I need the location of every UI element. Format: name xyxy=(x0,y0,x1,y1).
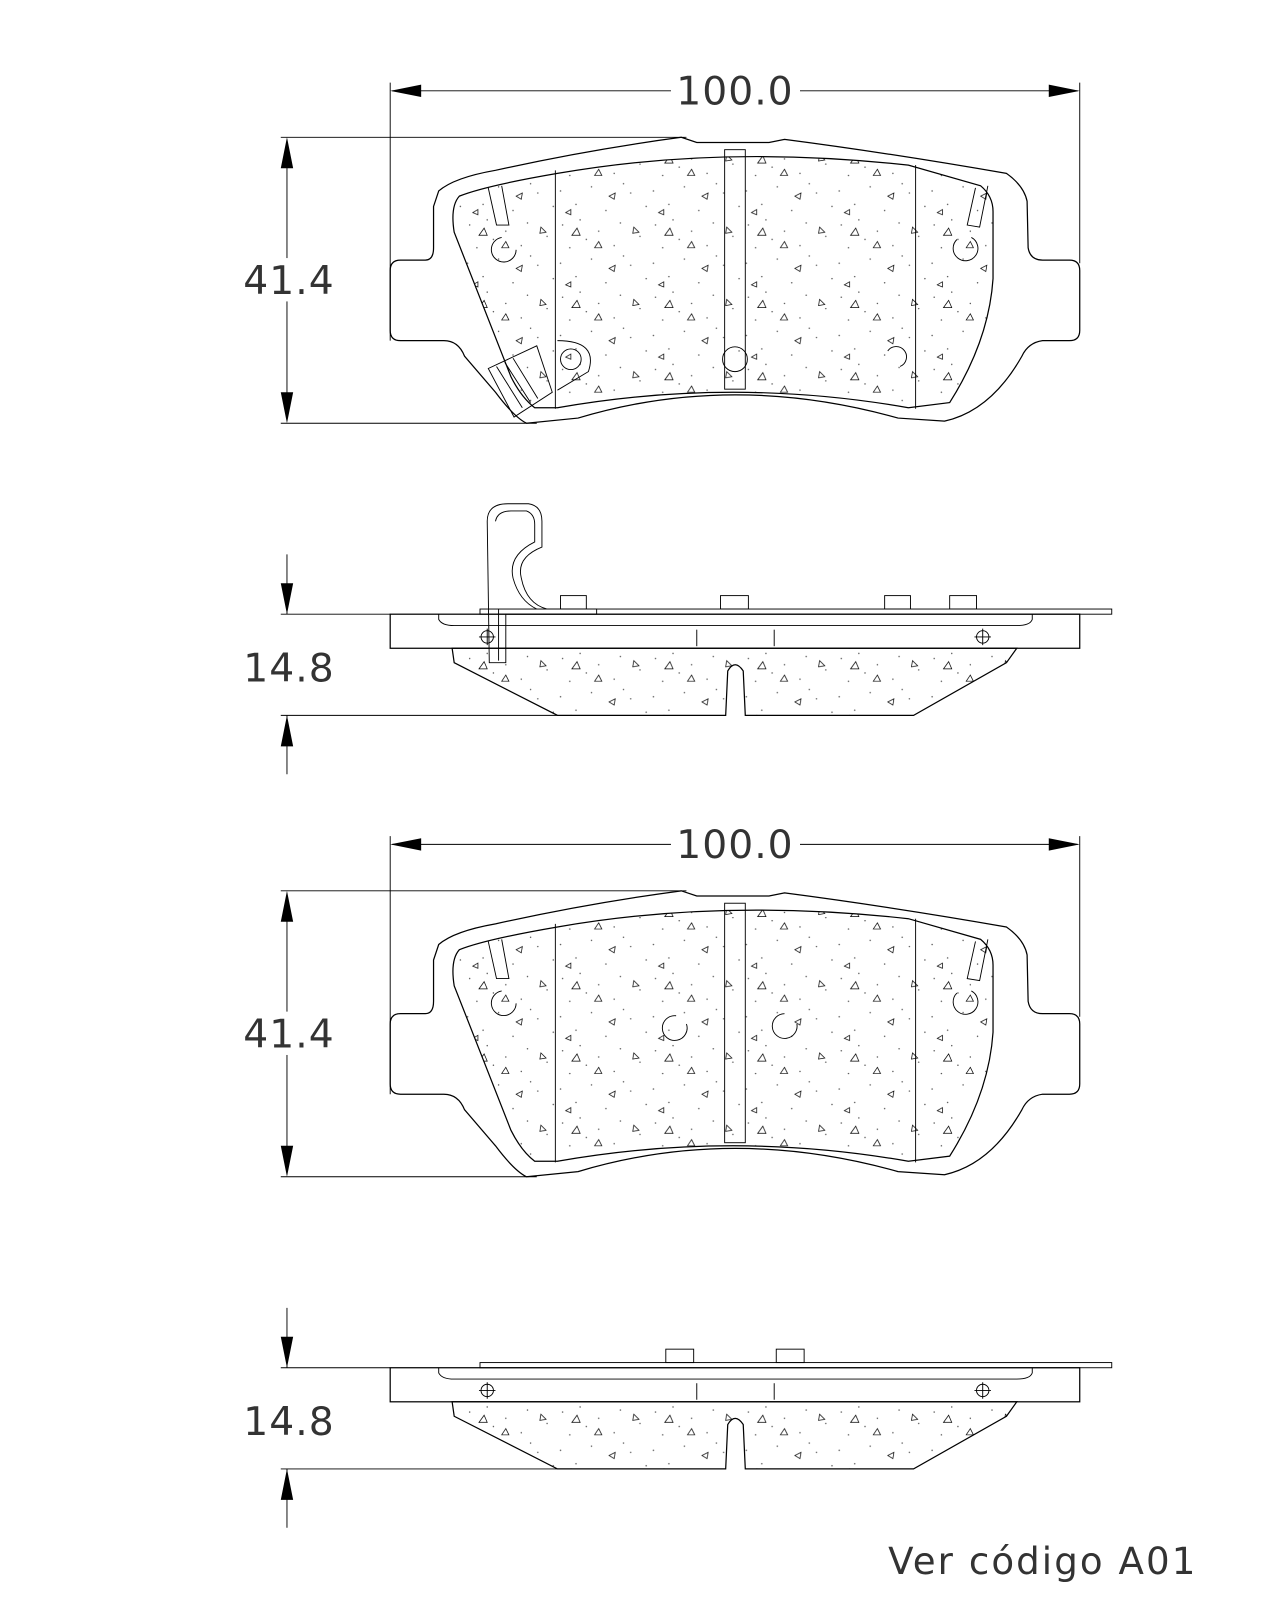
pad-side-outline xyxy=(389,608,1113,716)
rivet xyxy=(974,628,991,646)
thickness-dimension: 14.8 xyxy=(243,1307,558,1528)
width-dimension: 100.0 xyxy=(389,69,1081,341)
height-dimension: 41.4 xyxy=(237,890,687,1178)
rivet xyxy=(478,628,496,646)
right-pin xyxy=(966,185,989,228)
side-view-1: 14.8 xyxy=(243,503,1113,775)
height-label: 41.4 xyxy=(243,1013,334,1058)
width-dimension: 100.0 xyxy=(389,823,1081,1095)
thickness-dimension: 14.8 xyxy=(243,554,558,775)
side-view-2: 14.8 xyxy=(243,1307,1113,1528)
right-hole xyxy=(952,237,979,262)
backing-plate xyxy=(389,136,1081,424)
height-label: 41.4 xyxy=(243,259,334,304)
thickness-label: 14.8 xyxy=(243,1400,334,1445)
thickness-label: 14.8 xyxy=(243,646,334,691)
side-friction-material xyxy=(451,647,1018,716)
left-hole xyxy=(490,236,517,263)
height-dimension: 41.4 xyxy=(237,136,687,424)
shims xyxy=(665,1348,805,1364)
pad-front-outline xyxy=(389,136,1081,424)
width-label: 100.0 xyxy=(676,823,793,868)
width-label: 100.0 xyxy=(676,69,793,114)
center-holes xyxy=(661,1013,798,1041)
front-view-2: 100.0 41.4 xyxy=(237,823,1081,1178)
side-backing-plate xyxy=(389,613,1081,649)
shims xyxy=(560,595,977,610)
front-view-1: 100.0 41.4 xyxy=(237,69,1081,424)
wear-sensor-front xyxy=(487,340,907,418)
left-pin xyxy=(487,185,510,226)
wear-sensor-clip xyxy=(486,503,598,664)
friction-material xyxy=(452,155,994,409)
center-slot xyxy=(724,149,746,390)
reference-note: Ver código A01 xyxy=(888,1540,1197,1583)
